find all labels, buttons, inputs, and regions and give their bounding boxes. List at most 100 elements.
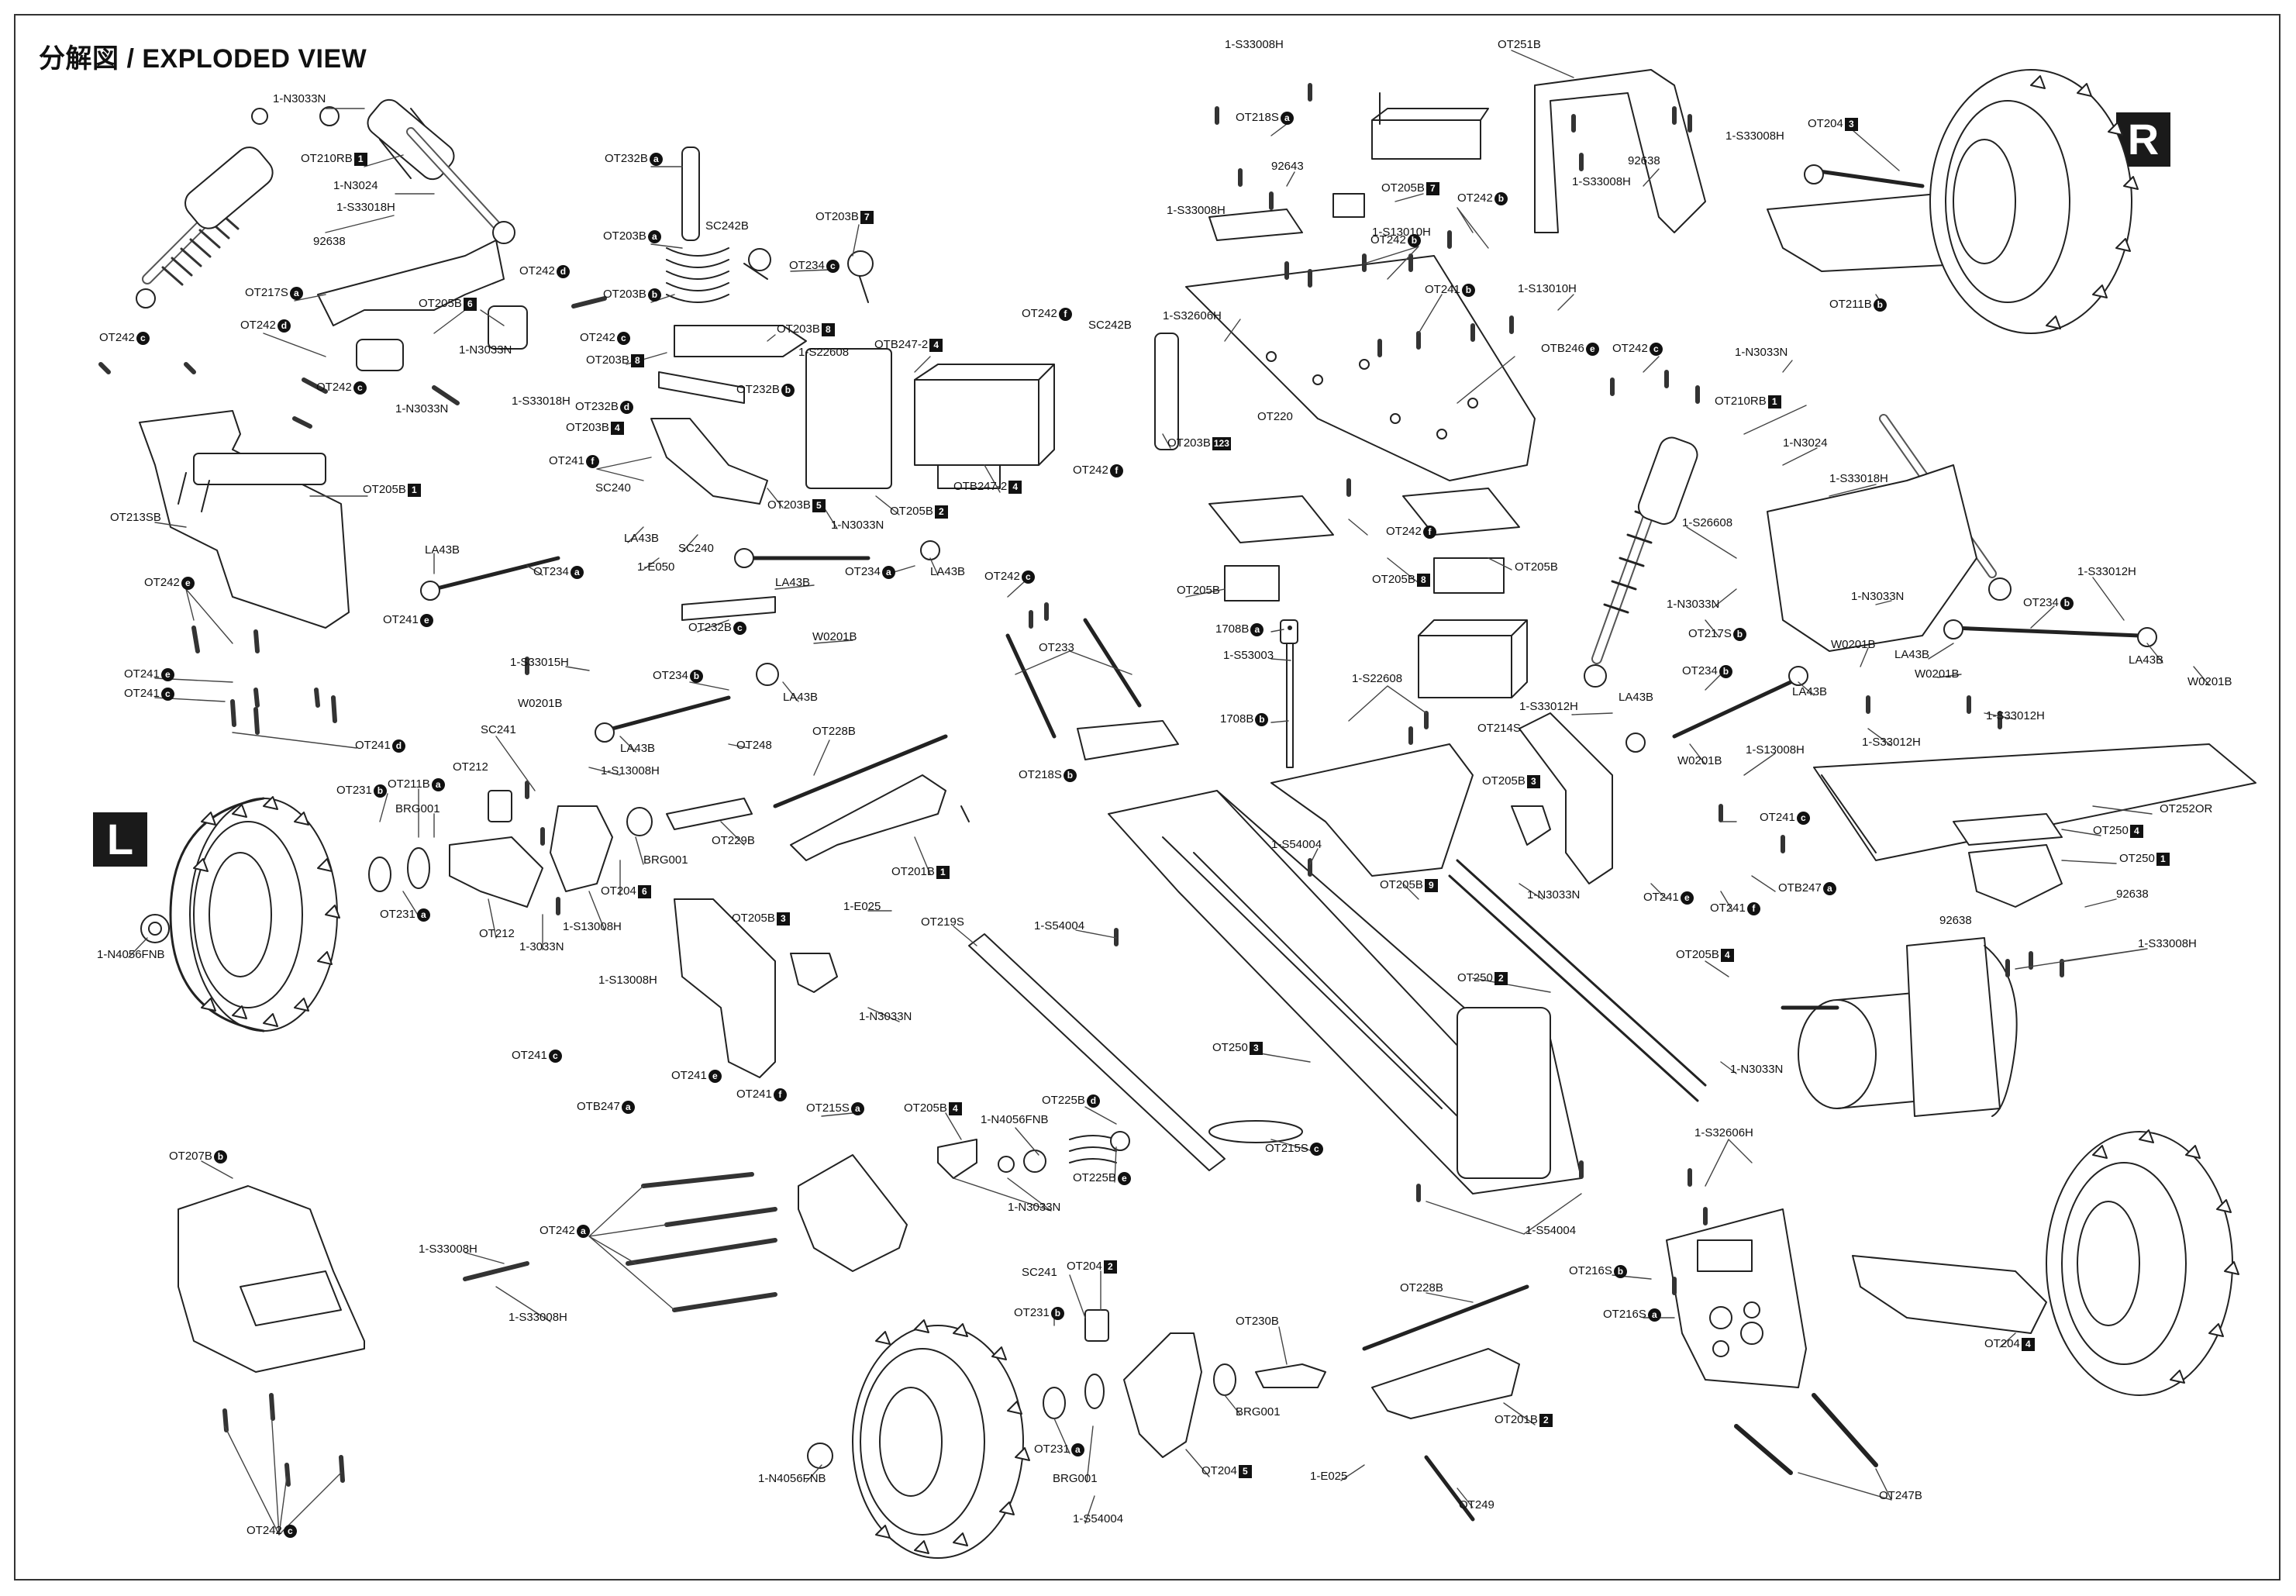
part-code: OT217S: [245, 286, 288, 299]
variant-badge: 7: [1426, 181, 1439, 195]
part-label: 92643: [1271, 159, 1304, 174]
part-label: 1-S13008H: [598, 973, 657, 988]
part-code: 1-N3024: [1783, 436, 1828, 450]
part-code: 1-E025: [1310, 1470, 1348, 1483]
part-code: 1-S13008H: [1746, 743, 1805, 757]
part-label: OT247B: [1879, 1488, 1922, 1504]
part-label: 1-N3033N: [1730, 1062, 1783, 1077]
part-code: SC242B: [1088, 319, 1132, 332]
part-code: OT242: [1022, 307, 1057, 320]
part-label: 1-N3033N: [1527, 888, 1580, 903]
variant-badge: 4: [2021, 1337, 2035, 1351]
right-wheel-bottom: [2046, 1129, 2239, 1396]
variant-badge: e: [708, 1069, 722, 1083]
part-code: OT217S: [1688, 627, 1732, 640]
variant-badge: b: [213, 1150, 227, 1163]
part-code: OT242: [519, 264, 555, 277]
part-code: 1-S33012H: [1862, 736, 1921, 749]
variant-badge: 4: [610, 421, 624, 435]
part-label: LA43B: [1619, 690, 1653, 705]
part-code: OT249: [1459, 1498, 1494, 1512]
part-code: 1-S32606H: [1163, 309, 1222, 322]
part-code: BRG001: [643, 853, 688, 867]
part-label: 1-S26608: [1682, 515, 1732, 531]
variant-badge: a: [416, 908, 430, 922]
part-code: OT203B: [767, 498, 811, 512]
part-code: 1-N4056FNB: [97, 948, 165, 961]
part-code: LA43B: [2129, 653, 2164, 667]
variant-badge: b: [647, 288, 661, 302]
part-code: OT203B: [777, 322, 820, 336]
part-code: OT214S: [1477, 722, 1521, 735]
part-label: OT213SB: [110, 510, 161, 526]
part-code: OT205B: [1177, 584, 1220, 597]
part-label: 1-N4056FNB: [758, 1471, 826, 1487]
part-label: 1-S33008H: [1167, 203, 1226, 219]
part-code: 1-S33008H: [1572, 175, 1631, 188]
variant-badge: b: [1255, 712, 1269, 726]
part-label: 1-N4056FNB: [97, 947, 165, 963]
part-code: OT205B: [890, 505, 933, 518]
part-code: OT241: [1643, 891, 1679, 904]
part-code: OT219S: [921, 915, 964, 929]
variant-badge: b: [373, 784, 387, 798]
part-label: 1-S13010H: [1518, 281, 1577, 297]
part-label: 1-S33008H: [1225, 37, 1284, 53]
part-code: OT220: [1257, 410, 1293, 423]
part-label: SC242B: [1088, 318, 1132, 333]
center-driveshaft: [968, 933, 1226, 1171]
variant-badge: 4: [948, 1101, 962, 1115]
part-code: LA43B: [1792, 685, 1828, 698]
part-code: OT205B: [904, 1101, 947, 1115]
part-code: 92638: [313, 235, 346, 248]
variant-badge: d: [277, 319, 291, 333]
part-label: OT205B: [1177, 583, 1220, 598]
part-code: OT205B: [732, 912, 775, 925]
part-label: 1-S32606H: [1694, 1125, 1753, 1141]
variant-badge: 9: [1424, 878, 1438, 892]
variant-badge: 2: [934, 505, 948, 519]
battery-tray-right: [1402, 488, 1520, 536]
part-code: OT225B: [1042, 1094, 1085, 1107]
part-label: 1-S13008H: [1746, 743, 1805, 758]
part-label: 1-S33012H: [1862, 735, 1921, 750]
right-bulkhead-plate: [1519, 712, 1613, 884]
variant-badge: b: [1461, 283, 1475, 297]
part-code: OTB247-2: [953, 480, 1008, 493]
part-code: 1-S13008H: [598, 974, 657, 987]
variant-badge: a: [1070, 1443, 1084, 1456]
part-code: 1-S54004: [1034, 919, 1085, 932]
part-label: LA43B: [930, 564, 965, 580]
part-label: W0201B: [1677, 753, 1722, 769]
part-label: 92638: [1939, 913, 1972, 929]
part-code: 1-S13008H: [601, 764, 660, 777]
part-code: LA43B: [783, 691, 819, 704]
variant-badge: c: [548, 1049, 562, 1063]
variant-badge: 4: [1720, 948, 1734, 962]
part-code: OT203B: [586, 353, 629, 367]
part-label: 1-S53003: [1223, 648, 1274, 664]
part-code: OT250: [1212, 1041, 1248, 1054]
rear-skid-plate: [178, 1185, 365, 1373]
part-code: OT247B: [1879, 1489, 1922, 1502]
part-code: 1-S33008H: [1225, 38, 1284, 51]
part-code: OT241: [736, 1088, 772, 1101]
part-code: 1-E050: [637, 560, 675, 574]
